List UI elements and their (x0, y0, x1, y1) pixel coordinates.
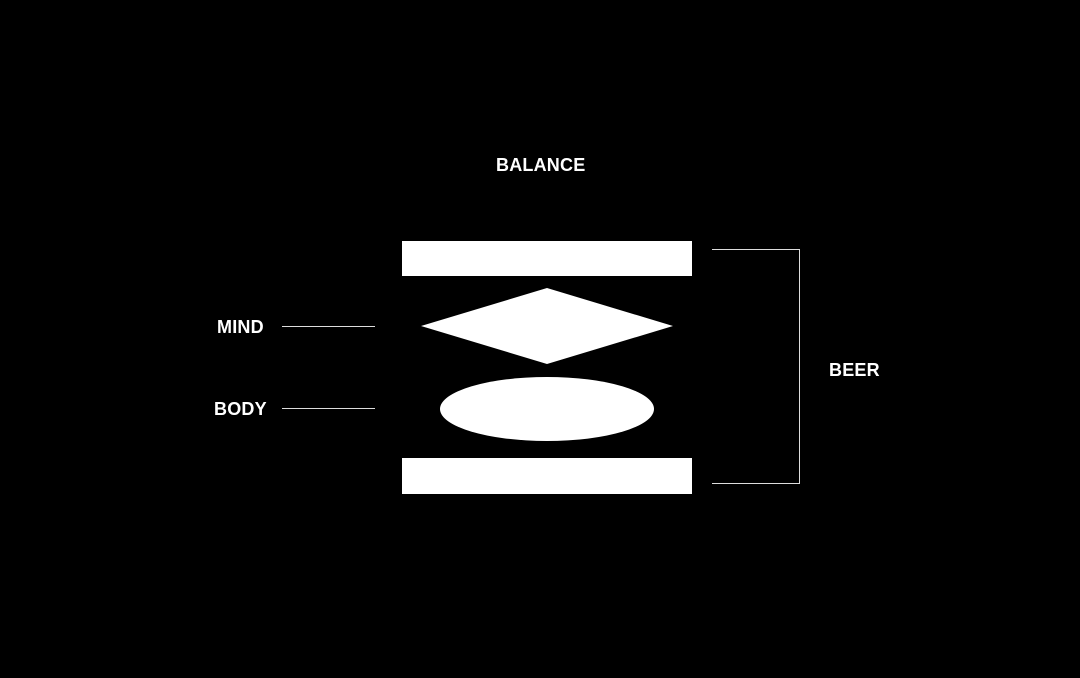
body-ellipse (440, 377, 654, 441)
beer-bracket (712, 249, 800, 484)
beer-label: BEER (829, 360, 880, 380)
top-bar (402, 241, 692, 276)
bottom-bar (402, 458, 692, 494)
diagram-title: BALANCE (496, 155, 586, 175)
mind-diamond (421, 288, 673, 364)
body-label: BODY (214, 399, 267, 419)
mind-label: MIND (217, 317, 264, 337)
